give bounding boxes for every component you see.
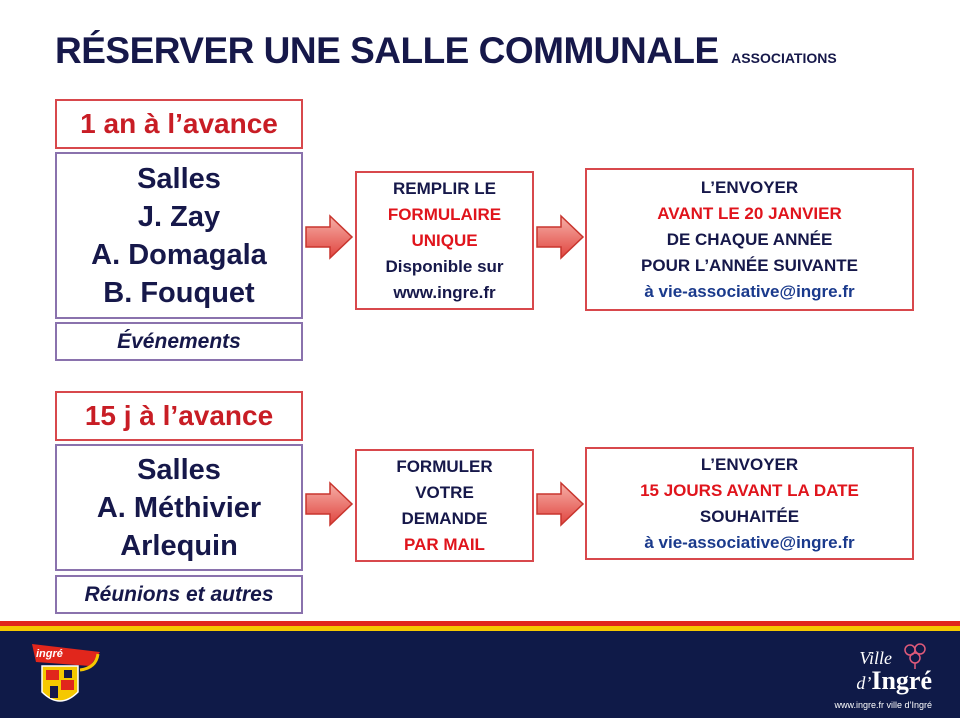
- step-text: REMPLIR LE: [393, 178, 496, 198]
- step-text: VOTRE: [415, 482, 474, 502]
- footer-bar: [0, 631, 960, 718]
- delay-label-1: 1 an à l’avance: [80, 108, 278, 139]
- title-main: RÉSERVER UNE SALLE COMMUNALE: [55, 30, 719, 71]
- category-box-1: Événements: [55, 322, 303, 361]
- arrow-right-icon: [305, 481, 354, 527]
- rooms-box-1: Salles J. Zay A. Domagala B. Fouquet: [55, 152, 303, 319]
- room-name: A. Domagala: [91, 238, 267, 271]
- footer-links[interactable]: www.ingre.fr ville d’Ingré: [834, 700, 932, 710]
- footer-stripe-yellow: [0, 626, 960, 631]
- step-form-box-1: REMPLIR LE FORMULAIRE UNIQUE Disponible …: [355, 171, 534, 310]
- room-name: Arlequin: [120, 529, 238, 562]
- arrow-right-icon: [536, 214, 585, 260]
- step-text: SOUHAITÉE: [699, 506, 800, 526]
- room-name: A. Méthivier: [96, 491, 262, 524]
- city-crest-logo-icon: ingré: [32, 644, 100, 702]
- brand-ville: Ville: [859, 648, 892, 668]
- step-send-box-2: L’ENVOYER 15 JOURS AVANT LA DATE SOUHAIT…: [585, 447, 914, 560]
- step-text-highlight: FORMULAIRE: [387, 204, 502, 224]
- step-text: DEMANDE: [401, 508, 488, 528]
- step-text: Disponible sur: [385, 256, 504, 276]
- rooms-box-2: Salles A. Méthivier Arlequin: [55, 444, 303, 571]
- email-link[interactable]: à vie-associative@ingre.fr: [644, 532, 855, 552]
- delay-box-1: 1 an à l’avance: [55, 99, 303, 149]
- step-text-highlight: PAR MAIL: [404, 534, 485, 554]
- page-title: RÉSERVER UNE SALLE COMMUNALE ASSOCIATION…: [55, 30, 837, 72]
- arrow-right-icon: [305, 214, 354, 260]
- website-link[interactable]: www.ingre.fr: [393, 282, 496, 302]
- step-text: L’ENVOYER: [700, 454, 799, 474]
- rooms-label: Salles: [137, 453, 221, 486]
- delay-box-2: 15 j à l’avance: [55, 391, 303, 441]
- category-label-1: Événements: [117, 329, 241, 353]
- delay-label-2: 15 j à l’avance: [84, 400, 274, 431]
- brand-name: d’Ingré: [856, 666, 932, 696]
- step-text-highlight: AVANT LE 20 JANVIER: [657, 203, 842, 223]
- room-name: J. Zay: [137, 200, 221, 233]
- brand-logo: Ville d’Ingré www.ingre.fr ville d’Ingré: [812, 640, 932, 714]
- footer-stripe-red: [0, 621, 960, 626]
- category-box-2: Réunions et autres: [55, 575, 303, 614]
- email-link[interactable]: à vie-associative@ingre.fr: [644, 281, 855, 301]
- title-subtitle: ASSOCIATIONS: [731, 50, 837, 66]
- brand-city: Ingré: [871, 666, 932, 695]
- logo-text: ingré: [36, 648, 63, 660]
- step-request-box-2: FORMULER VOTRE DEMANDE PAR MAIL: [355, 449, 534, 562]
- step-text-highlight: 15 JOURS AVANT LA DATE: [640, 480, 859, 500]
- step-text-highlight: UNIQUE: [411, 230, 478, 250]
- step-text: POUR L’ANNÉE SUIVANTE: [641, 255, 858, 275]
- room-name: B. Fouquet: [103, 276, 255, 309]
- category-label-2: Réunions et autres: [84, 582, 274, 606]
- step-text: L’ENVOYER: [700, 177, 799, 197]
- flower-icon: [904, 643, 926, 669]
- rooms-label: Salles: [137, 162, 221, 195]
- step-text: FORMULER: [396, 456, 493, 476]
- arrow-right-icon: [536, 481, 585, 527]
- step-text: DE CHAQUE ANNÉE: [666, 229, 833, 249]
- brand-prefix: d’: [856, 673, 872, 693]
- step-send-box-1: L’ENVOYER AVANT LE 20 JANVIER DE CHAQUE …: [585, 168, 914, 311]
